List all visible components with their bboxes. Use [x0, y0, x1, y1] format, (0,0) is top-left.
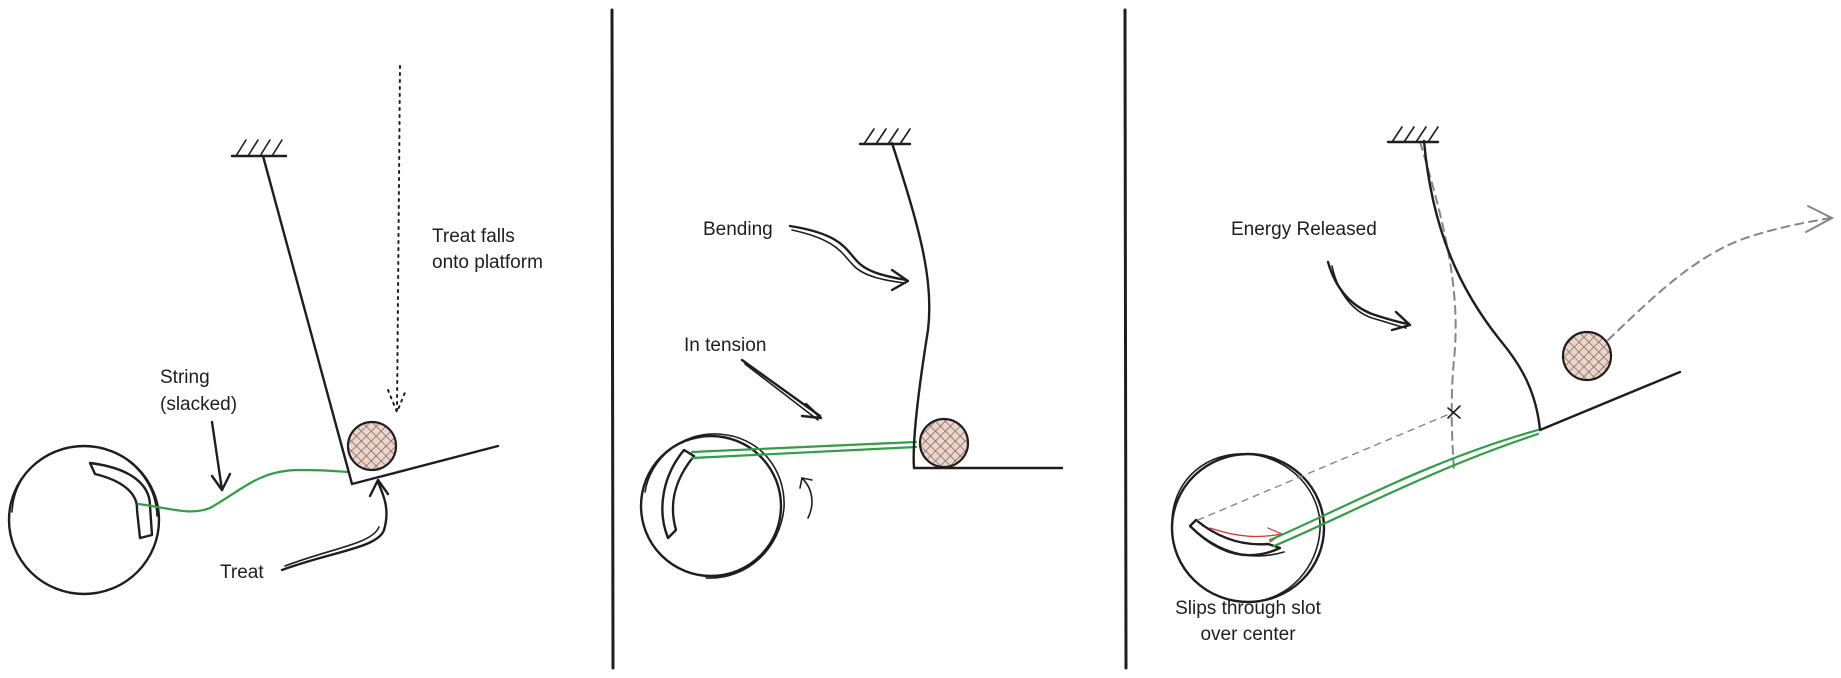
trajectory-arrow — [1607, 217, 1831, 341]
wheel-slot — [88, 461, 154, 540]
panel-1: Treat falls onto platform String (slacke… — [7, 65, 543, 596]
string-label-2: (slacked) — [160, 394, 237, 415]
tension-arrow — [740, 358, 822, 418]
treat — [346, 420, 398, 472]
string — [690, 440, 918, 454]
bending-label: Bending — [703, 219, 773, 240]
panel-2: Bending In tension — [639, 128, 1064, 579]
energy-arrow — [1326, 260, 1410, 326]
wheel — [639, 433, 785, 579]
energy-arrow-head — [1390, 310, 1412, 332]
slips-label-1: Slips through slot — [1175, 598, 1321, 619]
panel-divider-2 — [1123, 8, 1128, 670]
string-arrow-head — [210, 472, 232, 492]
rotation-arrow — [801, 477, 813, 519]
ghost-lever — [1419, 141, 1457, 471]
treat-falls-label-2: onto platform — [432, 252, 543, 273]
lever-arm — [890, 141, 1064, 470]
tension-label: In tension — [684, 335, 766, 356]
panel-3: Energy Released Slips through slot over … — [1170, 126, 1835, 645]
ceiling-mount-icon — [1386, 126, 1440, 144]
slip-arrow — [1209, 527, 1283, 538]
string — [1268, 428, 1540, 542]
treat — [1561, 330, 1613, 382]
ghost-string — [1197, 411, 1455, 521]
wheel — [7, 444, 161, 596]
treat-label: Treat — [220, 562, 264, 583]
bending-arrow — [788, 224, 908, 282]
treat-arrow — [280, 480, 388, 572]
wheel-slot — [661, 448, 696, 540]
treat-falls-label-1: Treat falls — [432, 226, 515, 247]
panel-divider-1 — [610, 8, 615, 670]
wheel — [1170, 452, 1326, 604]
bending-arrow-head — [890, 268, 910, 292]
fall-arrow-head — [387, 389, 407, 415]
string-arrow — [210, 420, 224, 492]
fall-arrow — [396, 65, 401, 411]
string-label-1: String — [160, 367, 210, 388]
lever-arm — [261, 154, 500, 486]
string — [136, 468, 350, 513]
slips-label-2: over center — [1200, 624, 1296, 645]
trajectory-arrow-head — [1805, 205, 1835, 233]
treat — [918, 417, 970, 469]
tension-arrow-head — [800, 402, 823, 420]
ceiling-mount-icon — [858, 128, 912, 146]
ceiling-mount-icon — [230, 139, 288, 158]
treat-arrow-head — [368, 478, 390, 498]
lever-arm — [1422, 139, 1682, 432]
energy-label: Energy Released — [1231, 219, 1377, 240]
